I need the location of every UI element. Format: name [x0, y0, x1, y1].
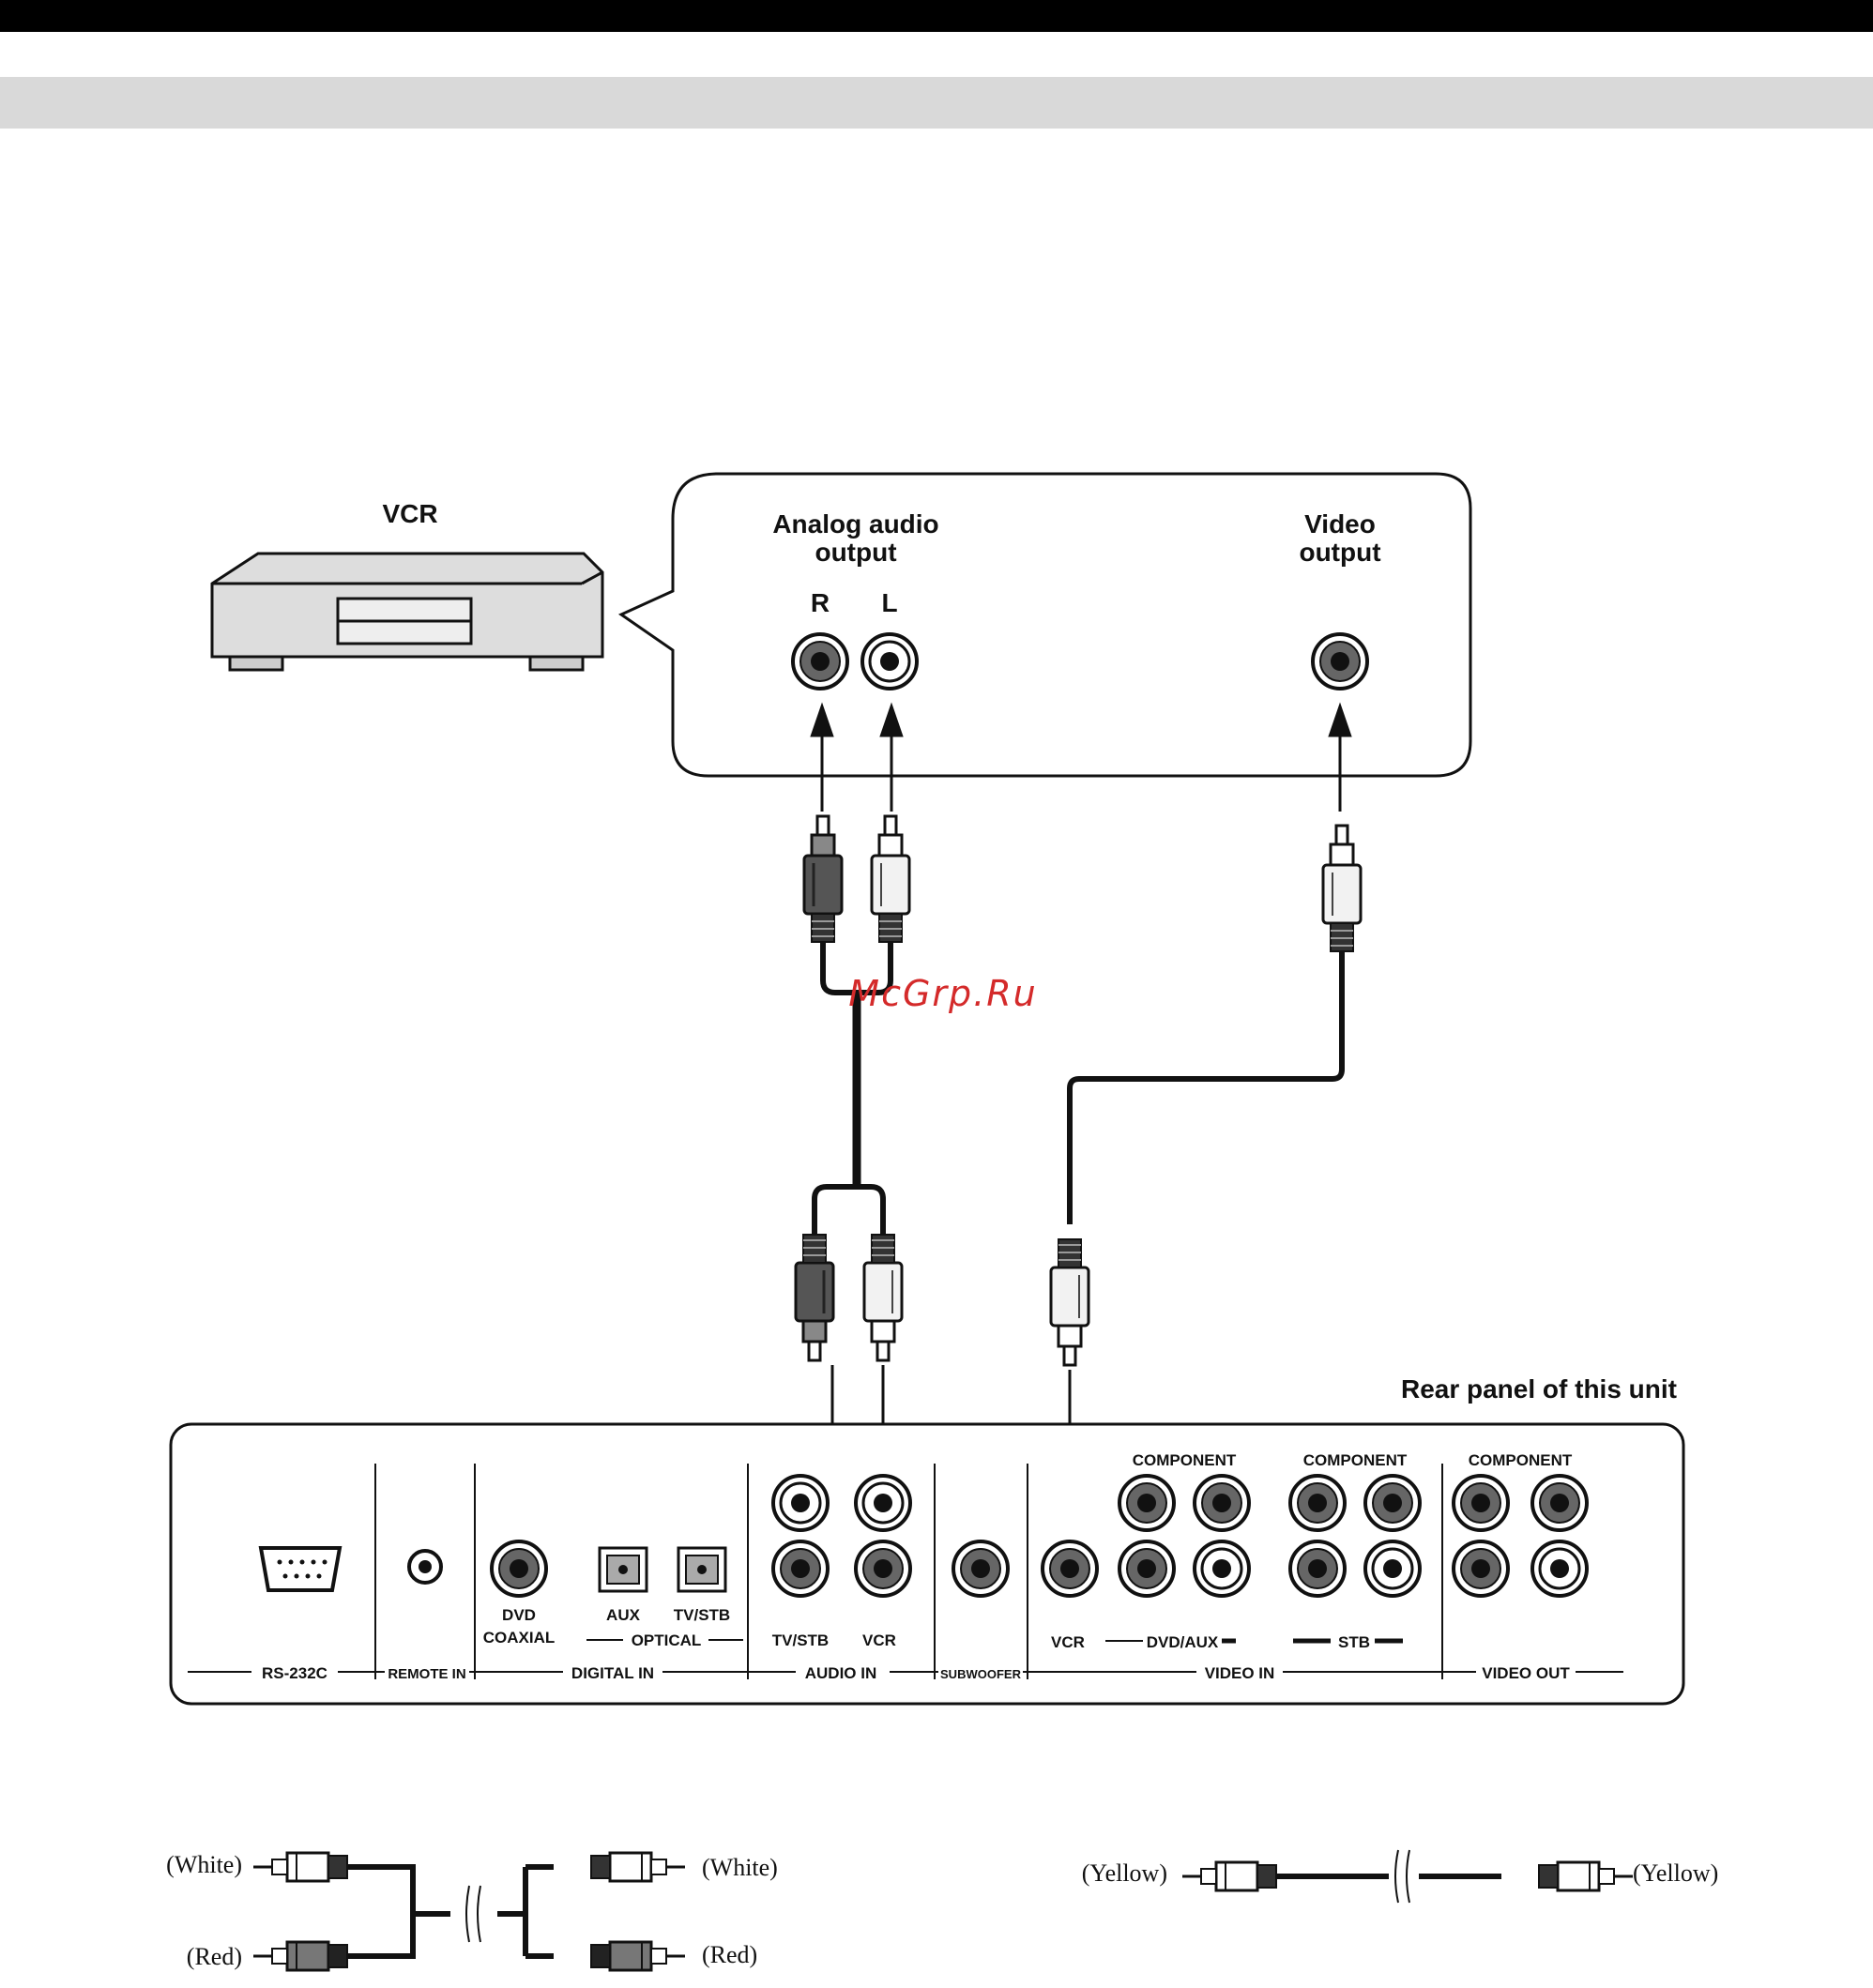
- dvd-coaxial-jack: [492, 1541, 546, 1596]
- aux-label: AUX: [606, 1606, 641, 1624]
- video-in-dvd-jack-4: [1195, 1541, 1249, 1596]
- vcr-device-icon: [212, 554, 602, 670]
- watermark-logo: McGrp.Ru: [848, 973, 1037, 1014]
- video-output-label-1: Video: [1304, 509, 1376, 539]
- audio-l-plug-lower: [864, 1235, 902, 1360]
- remote-in-jack: [409, 1551, 441, 1583]
- subwoofer-section-label: SUBWOOFER: [940, 1667, 1022, 1681]
- component-label-stb: COMPONENT: [1303, 1451, 1408, 1469]
- section-gray-bar: [0, 77, 1873, 129]
- audio-in-vcr-r-jack: [856, 1541, 910, 1596]
- channel-l-label: L: [881, 588, 897, 617]
- video-out-section-label: VIDEO OUT: [1482, 1664, 1570, 1682]
- video-in-section-label: VIDEO IN: [1205, 1664, 1275, 1682]
- video-in-component-dvd-jack-2: [1195, 1476, 1249, 1530]
- audio-in-tvstb-r-jack: [773, 1541, 828, 1596]
- video-in-dvd-jack-3: [1119, 1541, 1174, 1596]
- analog-audio-output-label-1: Analog audio: [772, 509, 938, 539]
- audio-in-section-label: AUDIO IN: [805, 1664, 877, 1682]
- video-plug-upper: [1323, 826, 1361, 951]
- video-cable: [1070, 951, 1342, 1224]
- video-output-label-2: output: [1299, 538, 1380, 567]
- analog-audio-output-label-2: output: [815, 538, 896, 567]
- vcr-video-label: VCR: [1051, 1633, 1085, 1651]
- subwoofer-jack: [953, 1541, 1008, 1596]
- component-label-dvd: COMPONENT: [1133, 1451, 1237, 1469]
- vcr-title: VCR: [382, 499, 437, 528]
- digital-in-section-label: DIGITAL IN: [571, 1664, 654, 1682]
- video-out-component-jack-1: [1454, 1476, 1508, 1530]
- aux-optical-port-icon: [600, 1548, 647, 1591]
- vcr-audio-r-jack: [793, 634, 847, 689]
- video-in-vcr-jack: [1043, 1541, 1097, 1596]
- stb-label: STB: [1338, 1633, 1370, 1651]
- vcr-video-out-jack: [1313, 634, 1367, 689]
- legend-yellow-left: (Yellow): [1082, 1859, 1167, 1887]
- tv-stb-audio-label: TV/STB: [772, 1631, 829, 1649]
- tv-stb-optical-label: TV/STB: [674, 1606, 730, 1624]
- audio-r-plug-lower: [796, 1235, 833, 1360]
- video-out-jack-4: [1532, 1541, 1587, 1596]
- top-black-bar: [0, 0, 1873, 32]
- channel-r-label: R: [811, 588, 830, 617]
- remote-in-section-label: REMOTE IN: [388, 1666, 465, 1682]
- legend-red-right: (Red): [702, 1941, 757, 1968]
- rear-panel-title: Rear panel of this unit: [1401, 1374, 1677, 1404]
- video-in-component-stb-jack-2: [1365, 1476, 1420, 1530]
- legend-red-left: (Red): [187, 1943, 242, 1970]
- audio-l-plug-upper: [872, 816, 909, 942]
- legend-white-right: (White): [702, 1854, 778, 1881]
- vcr-audio-l-jack: [862, 634, 917, 689]
- optical-label: OPTICAL: [632, 1631, 702, 1649]
- audio-in-vcr-l-jack: [856, 1476, 910, 1530]
- video-in-component-dvd-jack-1: [1119, 1476, 1174, 1530]
- audio-r-plug-upper: [804, 816, 842, 942]
- rs232c-section-label: RS-232C: [262, 1664, 327, 1682]
- video-cable-legend: (Yellow) (Yellow): [1082, 1850, 1719, 1903]
- video-in-stb-jack-4: [1365, 1541, 1420, 1596]
- legend-yellow-right: (Yellow): [1633, 1859, 1718, 1887]
- video-in-component-stb-jack-1: [1290, 1476, 1345, 1530]
- video-out-component-jack-2: [1532, 1476, 1587, 1530]
- tv-stb-optical-port-icon: [678, 1548, 725, 1591]
- legend-white-left: (White): [166, 1851, 242, 1878]
- video-plug-lower: [1051, 1239, 1089, 1365]
- video-in-stb-jack-3: [1290, 1541, 1345, 1596]
- rs232c-port-icon: [261, 1548, 340, 1590]
- video-out-jack-3: [1454, 1541, 1508, 1596]
- dvd-aux-label: DVD/AUX: [1147, 1633, 1219, 1651]
- vcr-audio-label: VCR: [862, 1631, 896, 1649]
- dvd-label: DVD: [502, 1606, 536, 1624]
- audio-in-tvstb-l-jack: [773, 1476, 828, 1530]
- coaxial-label: COAXIAL: [483, 1629, 556, 1647]
- audio-cable-legend: (White) (Red) (White) (Red): [166, 1851, 778, 1970]
- component-label-out: COMPONENT: [1469, 1451, 1573, 1469]
